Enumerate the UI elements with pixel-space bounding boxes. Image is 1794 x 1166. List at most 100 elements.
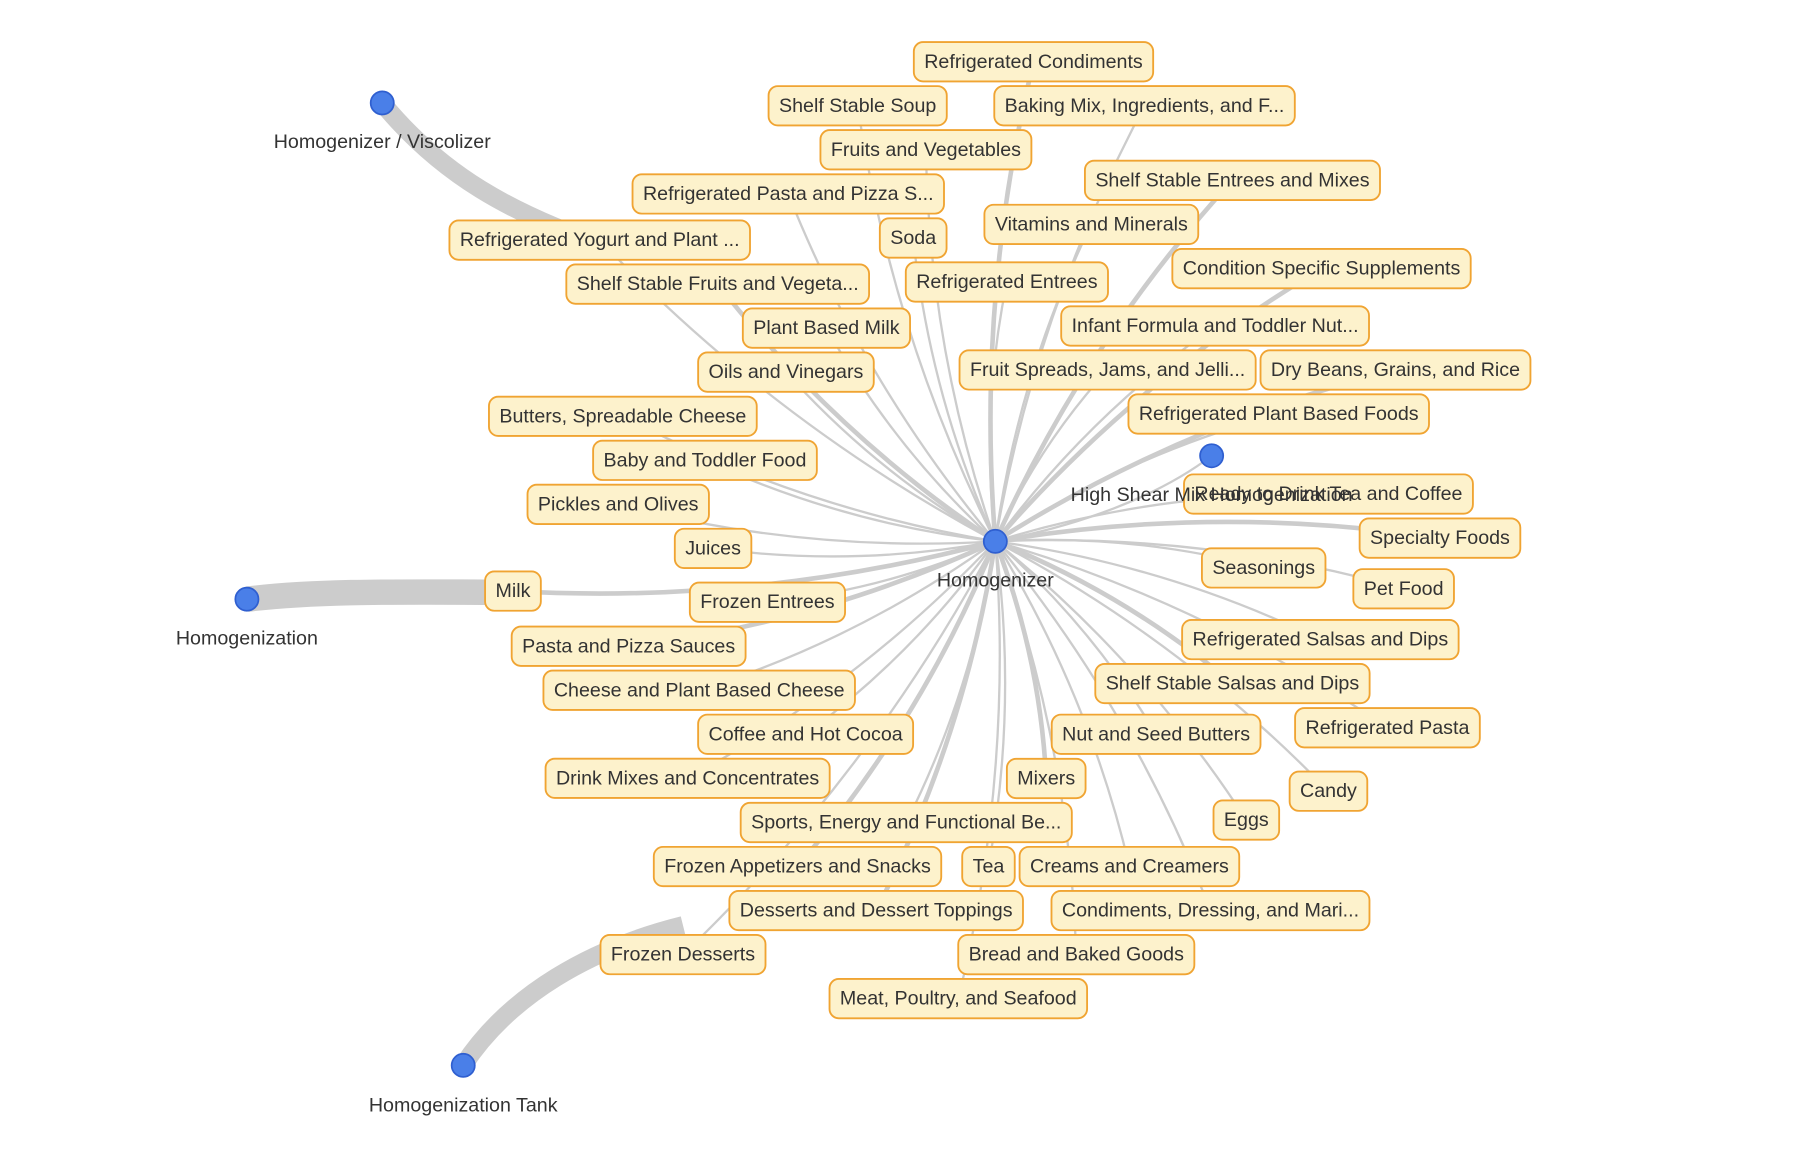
edge-18 (785, 371, 996, 543)
edge-12 (993, 266, 1323, 543)
category-label-box (1200, 547, 1327, 589)
category-label[interactable]: Shelf Stable Entrees and Mixes (1083, 159, 1381, 201)
category-label-box (542, 669, 856, 711)
category-label[interactable]: Frozen Entrees (688, 581, 846, 623)
category-label-text: Shelf Stable Soup (779, 95, 936, 117)
node-tank[interactable] (450, 1052, 476, 1078)
category-label[interactable]: Drink Mixes and Concentrates (544, 757, 831, 799)
category-label[interactable]: Frozen Desserts (599, 933, 767, 976)
node-label-high-shear: High Shear Mix Homogenization (1071, 484, 1353, 506)
category-label-text: Condition Specific Supplements (1183, 258, 1461, 280)
category-label[interactable]: Seasonings (1200, 547, 1327, 589)
category-label-text: Shelf Stable Fruits and Vegeta... (577, 273, 859, 295)
category-label[interactable]: Tea (961, 845, 1016, 888)
category-label-text: Refrigerated Entrees (916, 271, 1098, 293)
node-homogenizer[interactable] (982, 528, 1008, 554)
category-label[interactable]: Refrigerated Pasta and Pizza S... (631, 173, 945, 215)
category-label[interactable]: Cheese and Plant Based Cheese (542, 669, 856, 711)
category-label-box (488, 395, 758, 437)
category-label-box (961, 845, 1016, 888)
category-label[interactable]: Shelf Stable Salsas and Dips (1094, 662, 1371, 705)
category-label[interactable]: Condition Specific Supplements (1171, 248, 1472, 290)
category-label-box (1358, 517, 1522, 559)
category-label[interactable]: Frozen Appetizers and Snacks (652, 845, 943, 888)
edge-5 (787, 193, 997, 543)
category-label[interactable]: Infant Formula and Toddler Nut... (1060, 305, 1370, 347)
category-label-text: Juices (685, 537, 741, 559)
category-label-text: Pasta and Pizza Sauces (522, 635, 735, 657)
category-label-box (1294, 707, 1481, 749)
category-label[interactable]: Refrigerated Yogurt and Plant ... (448, 219, 751, 261)
category-label-text: Specialty Foods (1370, 527, 1510, 549)
edge-homogenization (245, 579, 510, 612)
category-label[interactable]: Refrigerated Entrees (904, 261, 1109, 303)
category-label[interactable]: Baby and Toddler Food (592, 439, 818, 481)
category-label-box (728, 889, 1024, 932)
category-label[interactable]: Sports, Energy and Functional Be... (739, 801, 1073, 844)
category-label[interactable]: Butters, Spreadable Cheese (488, 395, 758, 437)
category-label-box (631, 173, 945, 215)
category-label-box (1181, 618, 1460, 661)
category-label[interactable]: Dry Beans, Grains, and Rice (1259, 349, 1532, 391)
category-label[interactable]: Candy (1288, 770, 1369, 812)
category-label[interactable]: Meat, Poultry, and Seafood (828, 978, 1089, 1020)
category-label[interactable]: Coffee and Hot Cocoa (697, 713, 915, 755)
category-label-text: Baby and Toddler Food (604, 449, 807, 471)
category-label-text: Bread and Baked Goods (969, 944, 1184, 966)
category-label-text: Pet Food (1364, 578, 1444, 600)
category-label[interactable]: Fruits and Vegetables (819, 129, 1033, 171)
category-label[interactable]: Desserts and Dessert Toppings (728, 889, 1024, 932)
category-label-text: Eggs (1224, 809, 1269, 831)
edge-38 (994, 540, 1330, 793)
category-label-box (1060, 305, 1370, 347)
category-label[interactable]: Bread and Baked Goods (957, 934, 1196, 976)
edge-41 (994, 540, 1131, 867)
node-homogenization[interactable] (234, 586, 260, 612)
category-label[interactable]: Pickles and Olives (526, 483, 710, 525)
category-label-text: Butters, Spreadable Cheese (499, 405, 746, 427)
category-label[interactable]: Soda (878, 217, 948, 259)
category-label-box (739, 801, 1073, 844)
category-label[interactable]: Pasta and Pizza Sauces (510, 625, 747, 667)
category-label[interactable]: Creams and Creamers (1018, 845, 1241, 888)
category-label-text: Refrigerated Pasta and Pizza S... (643, 183, 934, 205)
category-label[interactable]: Mixers (1005, 757, 1087, 800)
category-label[interactable]: Shelf Stable Fruits and Vegeta... (565, 263, 871, 305)
category-label[interactable]: Eggs (1212, 799, 1281, 841)
category-label-text: Condiments, Dressing, and Mari... (1062, 900, 1359, 922)
category-label-text: Shelf Stable Salsas and Dips (1106, 673, 1360, 695)
category-label[interactable]: Specialty Foods (1358, 517, 1522, 559)
category-label[interactable]: Refrigerated Plant Based Foods (1127, 393, 1430, 435)
category-label-box (1083, 159, 1381, 201)
category-label-text: Seasonings (1212, 557, 1315, 579)
node-high-shear[interactable] (1199, 443, 1225, 469)
category-label[interactable]: Ready to Drink Tea and Coffee (1183, 473, 1474, 515)
category-label[interactable]: Juices (673, 527, 753, 570)
category-label-box (1050, 713, 1262, 755)
category-label-box (958, 349, 1257, 391)
category-label-text: Refrigerated Yogurt and Plant ... (460, 229, 740, 251)
category-label-text: Fruit Spreads, Jams, and Jelli... (970, 359, 1245, 381)
category-label[interactable]: Condiments, Dressing, and Mari... (1050, 889, 1371, 932)
category-label[interactable]: Refrigerated Pasta (1294, 707, 1481, 749)
category-label[interactable]: Pet Food (1352, 568, 1455, 610)
category-label[interactable]: Fruit Spreads, Jams, and Jelli... (958, 349, 1257, 391)
category-label[interactable]: Plant Based Milk (741, 307, 911, 349)
category-label[interactable]: Refrigerated Condiments (912, 41, 1155, 83)
category-label-text: Pickles and Olives (538, 493, 699, 515)
category-label[interactable]: Refrigerated Salsas and Dips (1181, 618, 1460, 661)
category-label[interactable]: Milk (484, 570, 542, 612)
category-label[interactable]: Nut and Seed Butters (1050, 713, 1262, 755)
edge-9 (988, 281, 1009, 542)
category-label-box (912, 41, 1155, 83)
category-label-text: Mixers (1017, 767, 1075, 789)
category-label[interactable]: Oils and Vinegars (697, 351, 875, 393)
category-label[interactable]: Baking Mix, Ingredients, and F... (993, 85, 1296, 127)
category-label[interactable]: Shelf Stable Soup (767, 85, 948, 127)
category-label-box (1094, 662, 1371, 705)
hub-nodes: Homogenizer / Viscolizer Homogenization … (176, 90, 1353, 1117)
node-label-homogenization: Homogenization (176, 627, 318, 649)
category-label-text: Oils and Vinegars (709, 361, 864, 383)
node-viscolizer[interactable] (369, 90, 395, 116)
category-label[interactable]: Vitamins and Minerals (983, 203, 1200, 246)
